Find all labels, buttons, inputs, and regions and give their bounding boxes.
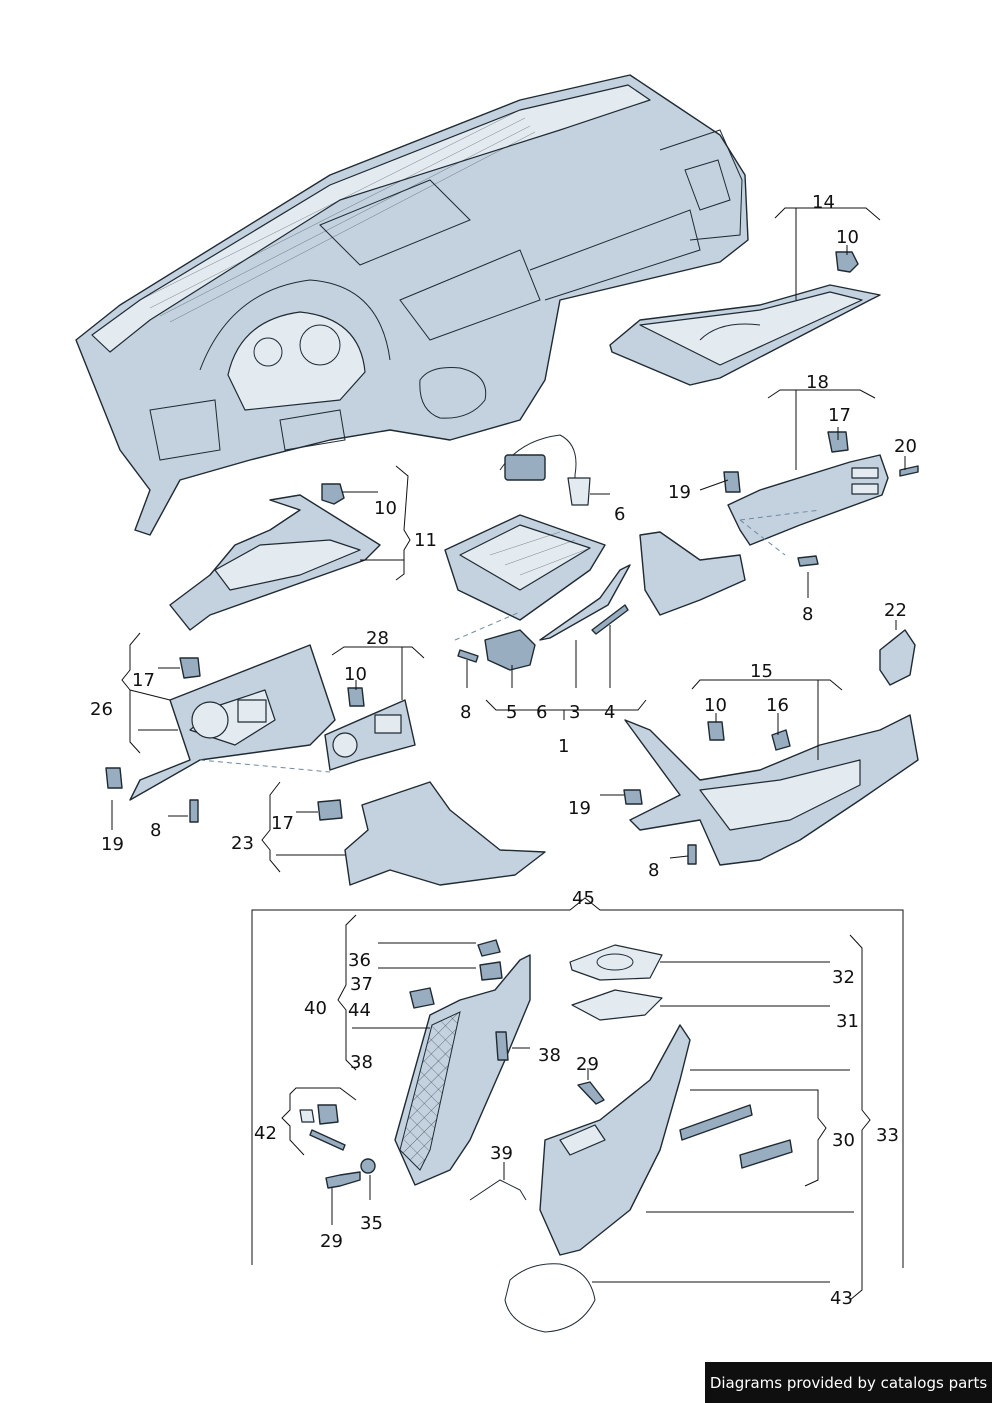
part-19-clip <box>723 471 741 493</box>
callout-33: 33 <box>876 1125 899 1146</box>
part-6-cable-socket <box>499 434 591 506</box>
callout-6: 6 <box>536 702 547 723</box>
part-22-cover <box>879 629 916 686</box>
part-8-screw-a <box>797 555 819 567</box>
callout-17: 17 <box>828 405 851 426</box>
callout-32: 32 <box>832 967 855 988</box>
part-39-clip <box>469 1179 527 1201</box>
callout-22: 22 <box>884 600 907 621</box>
part-15-trim-panel <box>624 714 919 866</box>
part-14-trim-panel <box>609 284 881 386</box>
callout-5: 5 <box>506 702 517 723</box>
callout-38: 38 <box>538 1045 561 1066</box>
part-44-clip <box>409 987 435 1009</box>
callout-28: 28 <box>366 628 389 649</box>
part-10-clip <box>835 251 859 273</box>
part-11-trim-panel <box>169 494 381 631</box>
part-10-clip-c <box>347 687 365 707</box>
callout-45: 45 <box>572 888 595 909</box>
part-8-screw-d <box>687 844 697 865</box>
dashboard-carrier <box>75 74 749 536</box>
callout-26: 26 <box>90 699 113 720</box>
part-17-switch <box>827 431 849 453</box>
callout-10: 10 <box>836 227 859 248</box>
part-32-ring <box>569 944 663 981</box>
part-8-screw-c <box>189 799 199 823</box>
part-10-clip-d <box>707 721 725 741</box>
callout-40: 40 <box>304 998 327 1019</box>
part-8-screw-b <box>457 649 479 663</box>
part-16-clip <box>771 729 791 751</box>
part-17-switch-b <box>179 657 201 679</box>
callout-8: 8 <box>648 860 659 881</box>
callout-31: 31 <box>836 1011 859 1032</box>
callout-4: 4 <box>604 702 615 723</box>
part-33-console <box>539 1024 691 1256</box>
callout-20: 20 <box>894 436 917 457</box>
part-10-clip-b <box>321 483 345 505</box>
callout-29: 29 <box>320 1231 343 1252</box>
callout-39: 39 <box>490 1143 513 1164</box>
callout-8: 8 <box>150 820 161 841</box>
part-28-cover <box>324 699 416 771</box>
callout-18: 18 <box>806 372 829 393</box>
callout-19: 19 <box>101 834 124 855</box>
callout-42: 42 <box>254 1123 277 1144</box>
part-29-screw-b <box>577 1081 605 1105</box>
callout-19: 19 <box>668 482 691 503</box>
part-1-storage-tray <box>444 514 631 671</box>
callout-15: 15 <box>750 661 773 682</box>
callout-19: 19 <box>568 798 591 819</box>
callout-17: 17 <box>132 670 155 691</box>
callout-17: 17 <box>271 813 294 834</box>
callout-1: 1 <box>558 736 569 757</box>
part-30-latch <box>679 1104 793 1169</box>
dashed-guides <box>199 509 821 773</box>
callout-16: 16 <box>766 695 789 716</box>
callout-35: 35 <box>360 1213 383 1234</box>
part-38-screw <box>495 1031 509 1061</box>
part-31-ring <box>571 989 663 1021</box>
callout-10: 10 <box>704 695 727 716</box>
part-23-cover <box>344 781 546 886</box>
callout-6: 6 <box>614 504 625 525</box>
leader-lines <box>111 207 906 1301</box>
callout-8: 8 <box>802 604 813 625</box>
callout-37: 37 <box>350 974 373 995</box>
callout-44: 44 <box>348 1000 371 1021</box>
footer-banner: Diagrams provided by catalogs parts <box>705 1362 992 1403</box>
part-36-clip <box>477 939 501 957</box>
callout-3: 3 <box>569 702 580 723</box>
callout-29: 29 <box>576 1054 599 1075</box>
part-35-nut <box>360 1158 376 1174</box>
part-43-mat <box>504 1263 596 1333</box>
callout-23: 23 <box>231 833 254 854</box>
part-19-clip-b <box>105 767 123 789</box>
callout-10: 10 <box>344 664 367 685</box>
part-20-screw <box>899 465 919 477</box>
part-26-trim-panel <box>129 644 336 801</box>
callout-11: 11 <box>414 530 437 551</box>
part-18-switch-panel <box>639 454 889 616</box>
part-17-switch-c <box>317 799 343 821</box>
callout-43: 43 <box>830 1288 853 1309</box>
callout-labels: 14 10 18 17 20 19 6 10 11 8 22 28 10 17 … <box>90 192 917 1309</box>
part-37-clip <box>479 961 503 981</box>
callout-38: 38 <box>350 1052 373 1073</box>
callout-36: 36 <box>348 950 371 971</box>
callout-10: 10 <box>374 498 397 519</box>
part-42-fastener <box>299 1104 346 1151</box>
callout-8: 8 <box>460 702 471 723</box>
callout-14: 14 <box>812 192 835 213</box>
part-19-clip-c <box>623 789 643 805</box>
part-29-screw <box>325 1171 361 1189</box>
part-40-side-panel <box>394 954 531 1186</box>
callout-30: 30 <box>832 1130 855 1151</box>
